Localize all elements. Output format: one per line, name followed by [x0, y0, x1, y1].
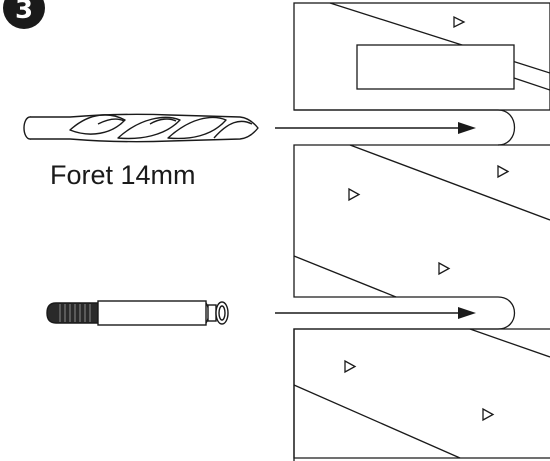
triangle-marker-icon: [453, 15, 466, 29]
drill-caption: Foret 14mm: [50, 160, 196, 190]
bottom-panel: [293, 328, 550, 459]
dowel-arrow: [275, 307, 476, 319]
step-number: 3: [15, 0, 33, 25]
step-number-badge-icon: [3, 0, 45, 29]
top-panel: [293, 2, 550, 111]
top-drill-channel: [294, 109, 515, 146]
drill-bit-body: [30, 113, 259, 143]
triangle-marker-icon: [438, 261, 451, 276]
bottom-panel-hatch-line: [293, 384, 461, 459]
bottom-panel-hatch-line: [469, 328, 550, 358]
triangle-marker-icon: [497, 164, 510, 179]
bottom-panel-outline: [293, 328, 550, 459]
middle-panel-outline-left: [293, 144, 550, 461]
middle-panel-hatch-line: [293, 255, 397, 298]
arrow-right-icon: [458, 307, 476, 319]
triangle-marker-icon: [348, 187, 361, 202]
dowel-body: [97, 300, 207, 326]
middle-panel: [293, 109, 550, 461]
dowel-threads: [59, 304, 91, 322]
anchor-dowel-icon: [46, 300, 229, 326]
top-panel-hatch-line: [513, 77, 550, 91]
triangle-marker-icon: [482, 407, 495, 422]
arrow-right-icon: [458, 122, 476, 134]
drill-arrow: [275, 122, 476, 134]
dowel-head-inner: [218, 305, 226, 321]
top-panel-slot: [356, 44, 515, 90]
dowel-collar: [207, 304, 217, 322]
drill-bit-icon: [23, 113, 259, 143]
dowel-head: [215, 301, 229, 325]
step-badge: 3: [3, 0, 45, 29]
triangle-marker-icon: [344, 359, 357, 374]
drill-bit-flutes: [69, 114, 253, 140]
middle-panel-hatch-line: [349, 144, 550, 221]
